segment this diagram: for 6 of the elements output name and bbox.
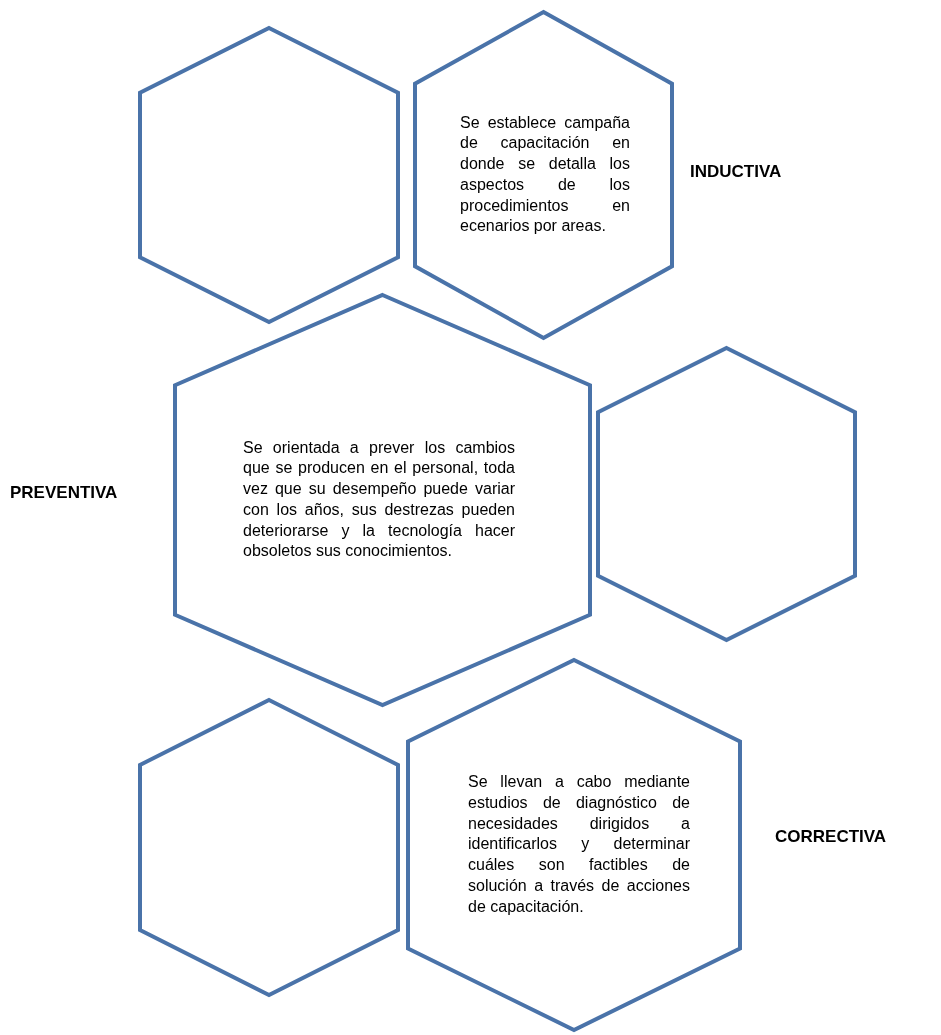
description-text: Se llevan a cabo mediante estudios de diagnóstico de necesidades dirigidos a identificarlos y determinar cuáles son factibles de solución a través de acciones de capacitación. [468,772,690,917]
category-label: CORRECTIVA [775,827,887,847]
category-label: PREVENTIVA [10,483,118,503]
description-text: Se orientada a prever los cambios que se producen en el personal, toda vez que su desempeño puede variar con los años, sus destrezas pueden deteriorarse y la tecnología hacer obsoletos sus conocimientos. [243,437,515,562]
category-label: INDUCTIVA [690,162,782,182]
description-text: Se establece campaña de capacitación en donde se detalla los aspectos de los procedimientos en ecenarios por areas. [460,112,630,237]
